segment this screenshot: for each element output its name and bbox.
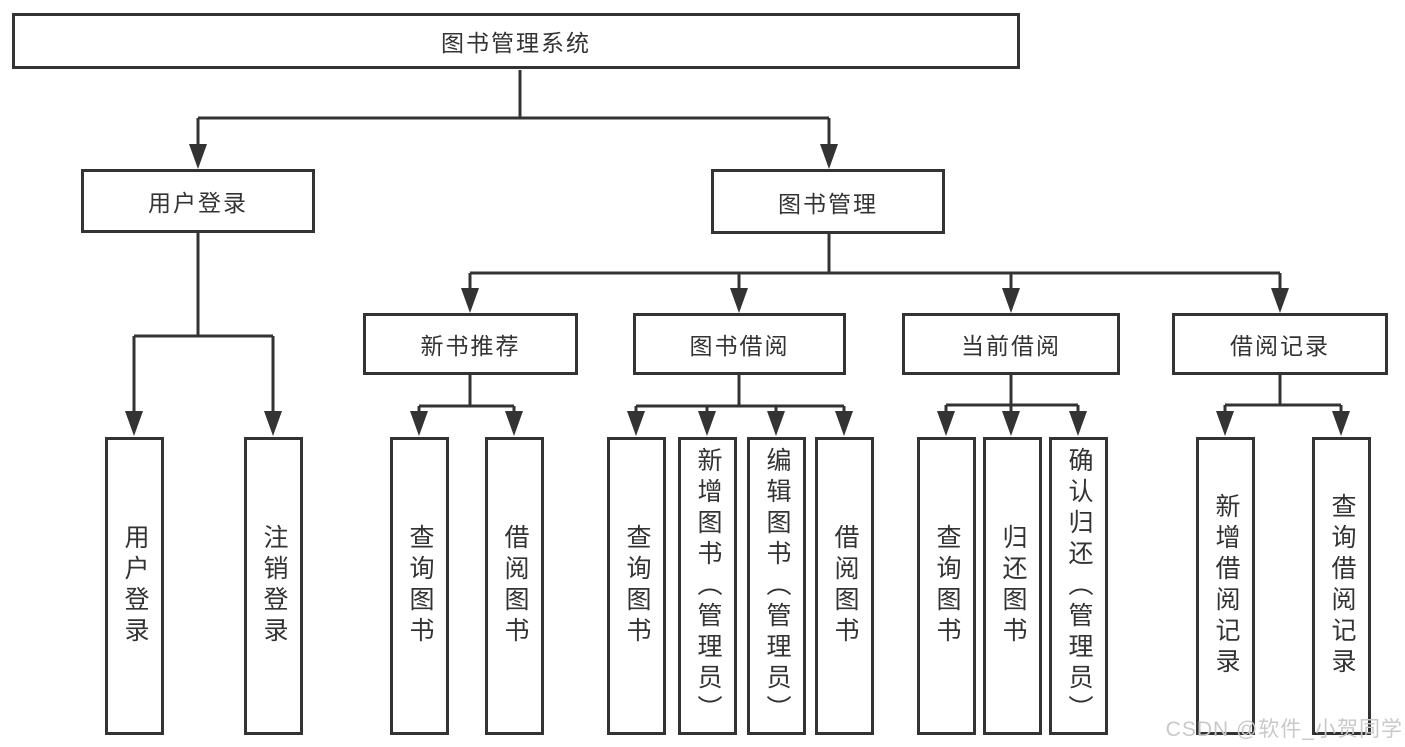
leaf-query-books-current-label: 查询图书 xyxy=(933,524,961,648)
leaf-borrow-books-recommend-label: 借阅图书 xyxy=(501,524,529,648)
leaf-query-books-recommend-label: 查询图书 xyxy=(406,524,434,648)
node-root-label: 图书管理系统 xyxy=(441,30,591,56)
leaf-user-login: 用户登录 xyxy=(105,437,164,735)
leaf-add-borrow-record-label: 新增借阅记录 xyxy=(1212,493,1240,679)
node-user-login-label: 用户登录 xyxy=(148,190,248,216)
leaf-return-book: 归还图书 xyxy=(983,437,1042,735)
leaf-query-borrow-record-label: 查询借阅记录 xyxy=(1328,493,1356,679)
csdn-watermark: CSDN @软件_小贺同学 xyxy=(1165,718,1403,741)
leaf-user-login-label: 用户登录 xyxy=(121,524,149,648)
leaf-borrow-books-recommend: 借阅图书 xyxy=(485,437,544,735)
node-new-book-recommend: 新书推荐 xyxy=(363,313,578,375)
leaf-return-book-label: 归还图书 xyxy=(999,524,1027,648)
leaf-borrow-books-borrowing-label: 借阅图书 xyxy=(831,524,859,648)
node-borrowing-records: 借阅记录 xyxy=(1172,313,1388,375)
leaf-logout-label: 注销登录 xyxy=(260,524,288,648)
node-book-borrowing-label: 图书借阅 xyxy=(689,333,790,359)
leaf-query-books-recommend: 查询图书 xyxy=(390,437,449,735)
leaf-confirm-return-admin: 确认归还（管理员） xyxy=(1049,437,1108,735)
leaf-query-borrow-record: 查询借阅记录 xyxy=(1312,437,1371,735)
leaf-query-books-borrowing-label: 查询图书 xyxy=(623,524,651,648)
leaf-confirm-return-admin-label: 确认归还（管理员） xyxy=(1065,446,1093,726)
leaf-borrow-books-borrowing: 借阅图书 xyxy=(815,437,874,735)
leaf-edit-book-admin: 编辑图书（管理员） xyxy=(747,437,806,735)
node-book-management: 图书管理 xyxy=(711,169,945,234)
leaf-add-book-admin: 新增图书（管理员） xyxy=(678,437,737,735)
leaf-edit-book-admin-label: 编辑图书（管理员） xyxy=(763,446,791,726)
leaf-add-borrow-record: 新增借阅记录 xyxy=(1196,437,1255,735)
node-book-borrowing: 图书借阅 xyxy=(633,313,846,375)
node-borrowing-records-label: 借阅记录 xyxy=(1230,333,1330,359)
leaf-query-books-borrowing: 查询图书 xyxy=(607,437,666,735)
leaf-logout: 注销登录 xyxy=(244,437,303,735)
node-current-borrowing-label: 当前借阅 xyxy=(961,333,1061,359)
leaf-query-books-current: 查询图书 xyxy=(917,437,976,735)
node-new-book-recommend-label: 新书推荐 xyxy=(420,333,521,359)
node-current-borrowing: 当前借阅 xyxy=(902,313,1120,375)
node-user-login: 用户登录 xyxy=(81,169,315,233)
leaf-add-book-admin-label: 新增图书（管理员） xyxy=(694,446,722,726)
node-root: 图书管理系统 xyxy=(12,13,1020,69)
node-book-management-label: 图书管理 xyxy=(778,190,878,217)
